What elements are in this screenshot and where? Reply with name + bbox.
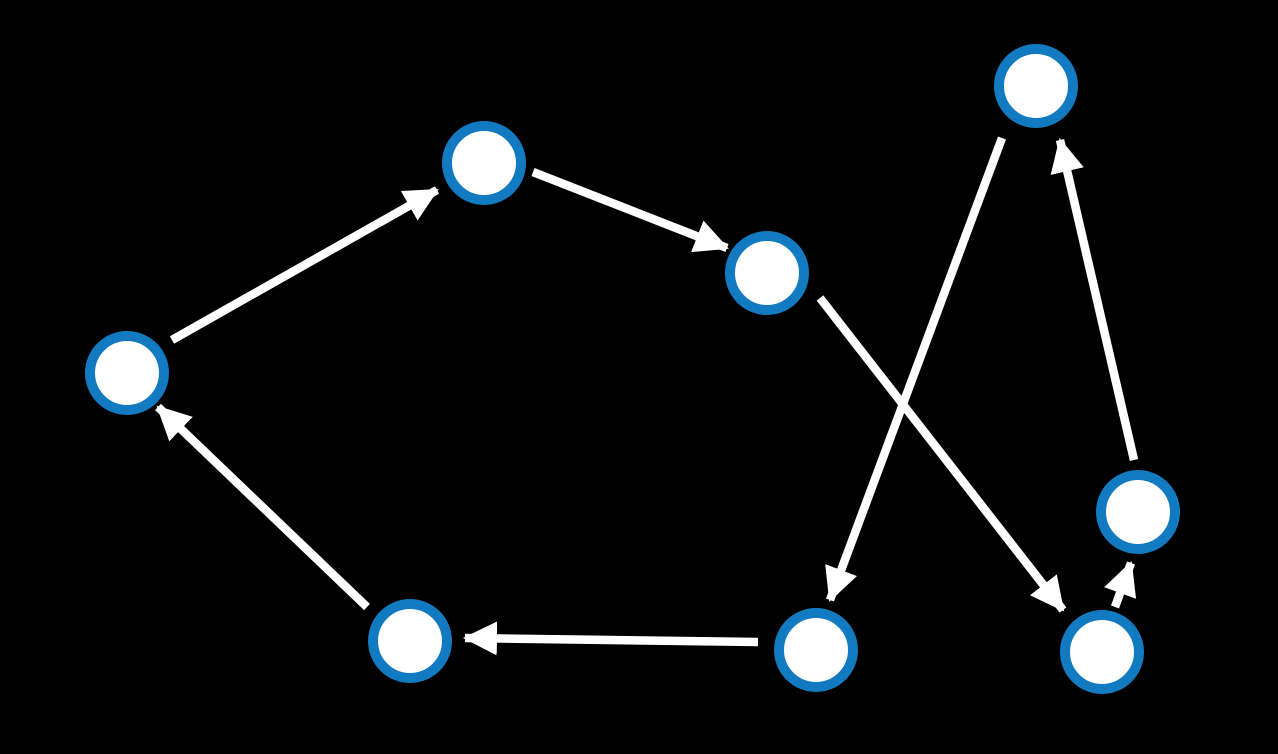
graph-node-top-right: [994, 44, 1078, 128]
graph-edge-arrow-node-bottom-right-to-node-right: [1104, 561, 1137, 609]
graph-nodes-layer: [85, 44, 1180, 694]
graph-edge-arrow-node-left-to-node-upper-middle: [169, 186, 440, 344]
graph-edge-arrow-node-bottom-left-to-node-left: [155, 403, 370, 611]
graph-node-right: [1096, 470, 1180, 554]
graph-node-upper-middle: [442, 121, 526, 205]
graph-edge-arrow-node-top-right-to-node-bottom-middle: [825, 136, 1006, 602]
graph-edge-arrow-node-upper-middle-to-node-middle: [531, 168, 729, 253]
graph-node-bottom-left: [368, 599, 452, 683]
graph-edge-arrow-node-middle-to-node-bottom-right: [816, 295, 1067, 613]
graph-edge-arrow-node-right-to-node-top-right: [1050, 138, 1139, 461]
graph-node-bottom-right: [1060, 610, 1144, 694]
graph-node-bottom-middle: [774, 608, 858, 692]
graph-node-left: [85, 331, 169, 415]
graph-node-middle: [725, 231, 809, 315]
graph-edges-layer: [155, 136, 1139, 656]
graph-edge-arrow-node-bottom-middle-to-node-bottom-left: [462, 621, 759, 656]
